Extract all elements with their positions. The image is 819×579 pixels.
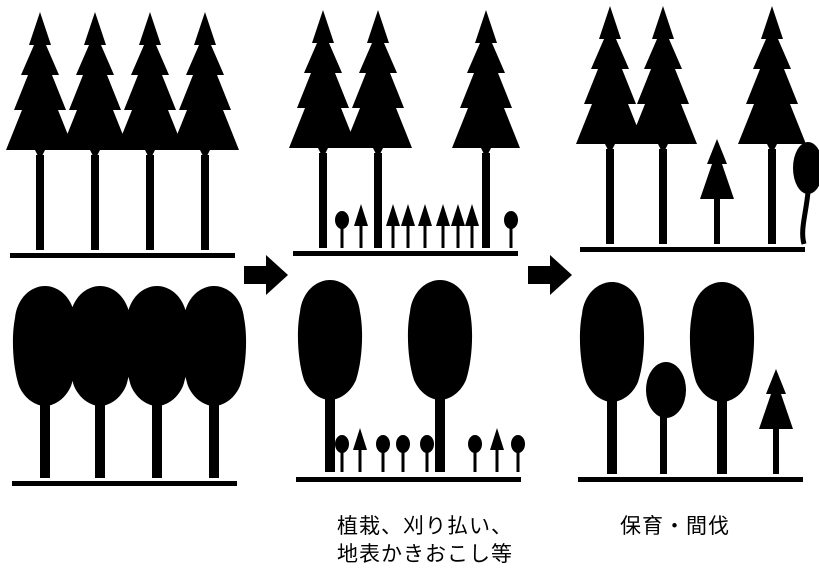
broadleaf-tree [689,282,755,474]
ground-line [296,477,521,482]
stage1-conifer-row [6,12,239,258]
broadleaf-tree [67,286,133,478]
broadleaf-seedling [468,435,482,472]
conifer-sapling [700,139,734,244]
broadleaf-seedling [420,435,434,472]
broadleaf-seedling [335,435,349,472]
conifer-tree [61,12,129,250]
conifer-seedling [353,428,367,472]
young-broadleaf-tree [646,362,686,474]
conifer-seedling [418,204,432,248]
broadleaf-seedling [504,211,518,248]
conifer-tree [576,6,644,244]
conifer-tree [629,6,697,244]
broadleaf-tree [297,280,363,472]
ground-line [578,477,803,482]
stage2-caption-line1: 植栽、刈り払い、 [337,514,513,538]
ground-line [10,253,235,258]
broadleaf-seedling [396,435,410,472]
stage2-conifer-row [289,10,520,256]
conifer-tree [738,6,806,244]
stage3-broadleaf-row [578,282,803,482]
conifer-seedling [451,204,465,248]
broadleaf-tree [407,280,473,472]
conifer-seedling [386,204,400,248]
broadleaf-sapling [793,142,819,245]
stage2-caption-line2: 地表かきおこし等 [337,542,513,566]
ground-line [580,247,805,252]
conifer-seedling [436,204,450,248]
conifer-sapling [759,369,793,474]
right-arrow-icon [244,255,288,295]
ground-line [12,481,237,486]
conifer-tree [6,12,74,250]
ground-line [293,251,518,256]
stage2-caption: 植栽、刈り払い、 地表かきおこし等 [300,512,550,568]
conifer-tree [344,10,412,248]
broadleaf-tree [12,286,78,478]
conifer-seedling [354,204,368,248]
conifer-seedling [465,204,479,248]
conifer-tree [171,12,239,250]
broadleaf-tree [579,282,645,474]
broadleaf-seedling [511,435,525,472]
conifer-seedling [401,204,415,248]
conifer-seedling [490,428,504,472]
stage2-broadleaf-row [296,280,525,482]
right-arrow-icon [528,255,572,295]
broadleaf-tree [124,286,190,478]
conifer-tree [116,12,184,250]
stage3-conifer-row [576,6,819,252]
broadleaf-seedling [376,435,390,472]
stage3-caption: 保育・間伐 [620,514,730,538]
conifer-tree [289,10,357,248]
broadleaf-tree [181,286,247,478]
stage1-broadleaf-row [12,286,247,486]
broadleaf-seedling [335,211,349,248]
